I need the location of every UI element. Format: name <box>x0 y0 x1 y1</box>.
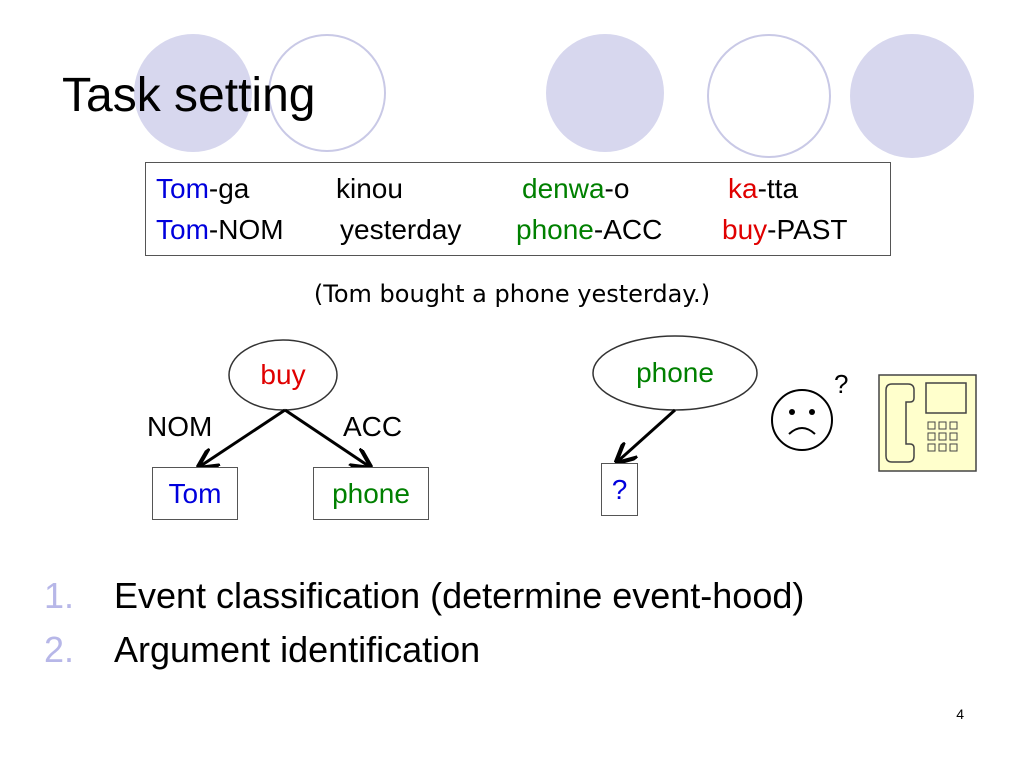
gloss-token: phone <box>516 214 594 245</box>
phone-child-node-box: phone <box>313 467 429 520</box>
unknown-edge <box>617 408 677 462</box>
gloss-token: -tta <box>757 173 799 204</box>
page-number: 4 <box>956 706 964 722</box>
unknown-node-box: ? <box>601 463 638 516</box>
gloss-token: ka <box>728 173 758 204</box>
list-number: 2. <box>44 629 75 670</box>
gloss-token: -o <box>604 173 630 204</box>
translation: (Tom bought a phone yesterday.) <box>313 280 711 308</box>
phone-child-node-label: phone <box>332 477 410 509</box>
list-text: Event classification (determine event-ho… <box>114 575 805 616</box>
nom-edge-label: NOM <box>147 411 213 442</box>
gloss-token: denwa <box>522 173 605 204</box>
frowning-face-icon <box>771 389 833 451</box>
gloss-token: -ga <box>208 173 250 204</box>
acc-edge <box>284 408 370 467</box>
question-mark: ? <box>834 369 849 399</box>
decorative-circle <box>134 34 252 152</box>
gloss-line-2: Tom-NOM <box>156 214 284 246</box>
gloss-token: -PAST <box>767 214 848 245</box>
decorative-ring <box>707 34 831 158</box>
gloss-token: Tom <box>156 214 209 245</box>
phone-node-label: phone <box>636 357 714 388</box>
desk-telephone-icon <box>878 374 977 472</box>
decorative-ring <box>268 34 386 152</box>
gloss-token: Tom <box>156 173 209 204</box>
list-number: 1. <box>44 575 75 616</box>
gloss-token: -NOM <box>208 214 284 245</box>
gloss-token: yesterday <box>340 214 462 245</box>
slide-title: Task setting <box>62 69 316 122</box>
tom-node-label: Tom <box>168 477 222 509</box>
gloss-token: buy <box>722 214 768 245</box>
list-text: Argument identification <box>114 629 481 670</box>
buy-node-label: buy <box>260 359 306 390</box>
tom-node-box: Tom <box>152 467 238 520</box>
list-item: 1. Event classification (determine event-… <box>44 574 804 618</box>
decorative-circle <box>546 34 664 152</box>
decorative-circle <box>850 34 974 158</box>
gloss-token: -ACC <box>593 214 663 245</box>
gloss-token: kinou <box>336 173 403 204</box>
list-item: 2. Argument identification <box>44 628 480 672</box>
unknown-node-label: ? <box>611 473 628 505</box>
gloss-line-1: Tom-ga <box>156 173 249 205</box>
gloss-box: Tom-ga kinou denwa-o ka-tta Tom-NOM yest… <box>145 162 891 256</box>
nom-edge <box>199 408 286 467</box>
acc-edge-label: ACC <box>343 411 403 442</box>
